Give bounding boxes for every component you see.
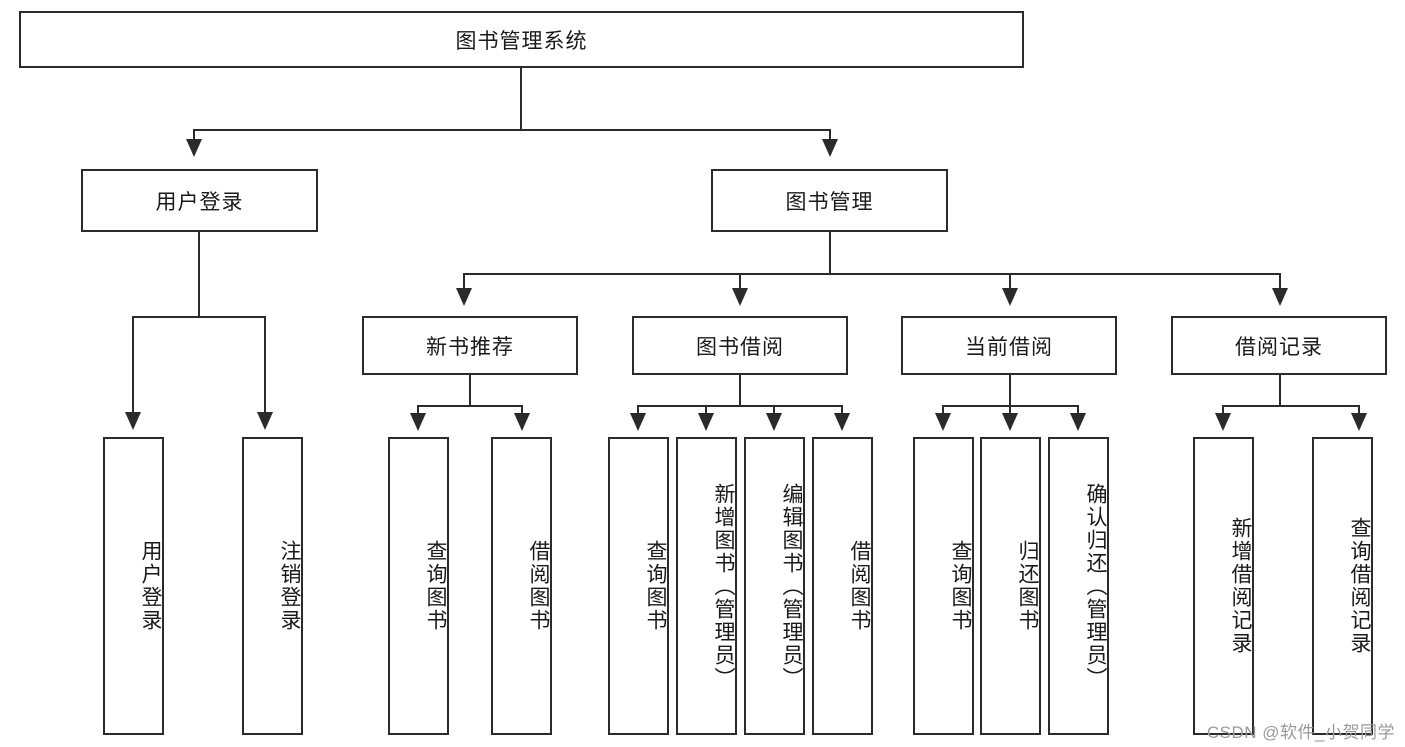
leaf-nbr-query-book[interactable]: 查询图书: [388, 437, 449, 735]
arrow-bm-to-current-borrow: [1002, 288, 1018, 306]
connector-br-stem: [1279, 375, 1281, 406]
connector-bm-drop-4: [1279, 273, 1281, 295]
connector-root-to-book-management: [829, 129, 831, 147]
leaf-nbr-borrow-book[interactable]: 借阅图书: [491, 437, 552, 735]
leaf-label: 用户登录: [139, 540, 162, 632]
leaf-label: 编辑图书（管理员）: [780, 482, 803, 690]
arrow-cb-leaf-1: [935, 413, 951, 431]
leaf-label: 新增图书（管理员）: [712, 482, 735, 690]
connector-book-management-bar: [463, 273, 1280, 275]
connector-nbr-drop-1: [417, 405, 419, 419]
connector-cb-drop-1: [942, 405, 944, 419]
leaf-br-query-record[interactable]: 查询借阅记录: [1312, 437, 1373, 735]
leaf-label: 借阅图书: [527, 540, 550, 632]
node-book-management[interactable]: 图书管理: [711, 169, 948, 232]
leaf-bb-borrow-book[interactable]: 借阅图书: [812, 437, 873, 735]
connector-nbr-bar: [417, 405, 522, 407]
connector-br-bar: [1222, 405, 1359, 407]
connector-nbr-drop-2: [521, 405, 523, 419]
node-user-login[interactable]: 用户登录: [81, 169, 318, 232]
node-label: 当前借阅: [965, 335, 1053, 359]
leaf-cb-query-book[interactable]: 查询图书: [913, 437, 974, 735]
node-root-book-management-system[interactable]: 图书管理系统: [19, 11, 1024, 68]
connector-bm-drop-2: [739, 273, 741, 295]
connector-bb-stem: [739, 375, 741, 406]
leaf-label: 确认归还（管理员）: [1084, 482, 1107, 690]
connector-cb-stem: [1009, 375, 1011, 406]
node-label: 图书借阅: [696, 335, 784, 359]
leaf-label: 查询借阅记录: [1348, 517, 1371, 655]
leaf-br-add-record[interactable]: 新增借阅记录: [1193, 437, 1254, 735]
node-label: 图书管理系统: [455, 29, 588, 53]
connector-bm-drop-3: [1009, 273, 1011, 295]
arrow-bb-leaf-2: [698, 413, 714, 431]
node-book-borrow[interactable]: 图书借阅: [632, 316, 848, 375]
node-label: 新书推荐: [426, 335, 514, 359]
arrow-br-leaf-2: [1351, 413, 1367, 431]
node-borrow-record[interactable]: 借阅记录: [1171, 316, 1387, 375]
arrow-br-leaf-1: [1215, 413, 1231, 431]
arrow-cb-leaf-3: [1070, 413, 1086, 431]
arrow-bb-leaf-1: [630, 413, 646, 431]
arrow-root-to-book-management: [822, 139, 838, 157]
connector-root-to-user-login: [193, 129, 195, 147]
connector-bm-drop-1: [463, 273, 465, 295]
connector-user-login-drop-1: [132, 316, 134, 418]
connector-br-drop-2: [1358, 405, 1360, 419]
arrow-root-to-user-login: [186, 139, 202, 157]
connector-bb-drop-4: [841, 405, 843, 419]
arrow-bm-to-borrow-record: [1272, 288, 1288, 306]
leaf-user-login[interactable]: 用户登录: [103, 437, 164, 735]
connector-bb-bar: [637, 405, 842, 407]
connector-br-drop-1: [1222, 405, 1224, 419]
connector-nbr-stem: [469, 375, 471, 406]
arrow-user-login-leaf-1: [125, 412, 141, 430]
arrow-bb-leaf-4: [834, 413, 850, 431]
connector-cb-drop-3: [1077, 405, 1079, 419]
node-label: 借阅记录: [1235, 335, 1323, 359]
connector-user-login-drop-2: [264, 316, 266, 418]
connector-bb-drop-2: [705, 405, 707, 419]
node-label: 用户登录: [155, 190, 244, 214]
node-current-borrow[interactable]: 当前借阅: [901, 316, 1117, 375]
leaf-label: 归还图书: [1016, 540, 1039, 632]
leaf-label: 查询图书: [949, 540, 972, 632]
arrow-bb-leaf-3: [766, 413, 782, 431]
connector-cb-drop-2: [1009, 405, 1011, 419]
connector-bb-drop-1: [637, 405, 639, 419]
leaf-bb-edit-book-admin[interactable]: 编辑图书（管理员）: [744, 437, 805, 735]
connector-user-login-stem: [198, 232, 200, 317]
arrow-bm-to-new-book-recommend: [456, 288, 472, 306]
leaf-label: 新增借阅记录: [1229, 517, 1252, 655]
leaf-bb-query-book[interactable]: 查询图书: [608, 437, 669, 735]
connector-book-management-stem: [829, 232, 831, 274]
leaf-label: 注销登录: [278, 540, 301, 632]
node-label: 图书管理: [785, 190, 874, 214]
connector-bb-drop-3: [773, 405, 775, 419]
node-new-book-recommend[interactable]: 新书推荐: [362, 316, 578, 375]
arrow-bm-to-book-borrow: [732, 288, 748, 306]
connector-user-login-bar: [132, 316, 265, 318]
leaf-cb-return-book[interactable]: 归还图书: [980, 437, 1041, 735]
arrow-nbr-leaf-2: [514, 413, 530, 431]
arrow-user-login-leaf-2: [257, 412, 273, 430]
watermark-text: CSDN @软件_小贺同学: [1206, 723, 1395, 742]
leaf-bb-add-book-admin[interactable]: 新增图书（管理员）: [676, 437, 737, 735]
arrow-nbr-leaf-1: [410, 413, 426, 431]
leaf-label: 查询图书: [644, 540, 667, 632]
arrow-cb-leaf-2: [1002, 413, 1018, 431]
leaf-label: 查询图书: [424, 540, 447, 632]
leaf-label: 借阅图书: [848, 540, 871, 632]
connector-root-bar: [193, 129, 831, 131]
leaf-cb-confirm-return-admin[interactable]: 确认归还（管理员）: [1048, 437, 1109, 735]
connector-root-stem: [520, 68, 522, 130]
leaf-logout[interactable]: 注销登录: [242, 437, 303, 735]
